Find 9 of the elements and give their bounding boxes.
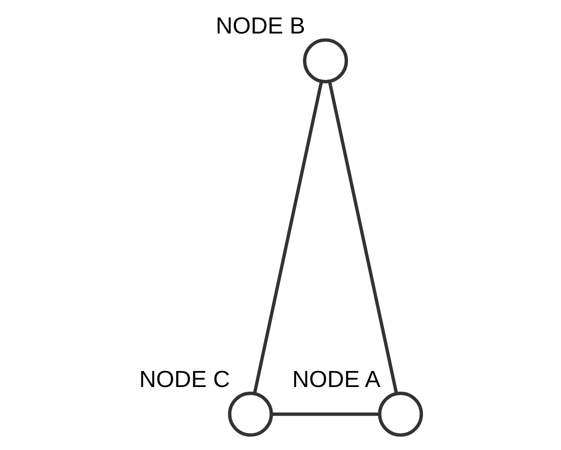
node-label: NODE A <box>292 366 380 392</box>
node-circle <box>378 392 423 437</box>
connector <box>252 80 324 394</box>
node-label: NODE B <box>216 12 306 39</box>
connector <box>272 412 380 416</box>
node-label: NODE C <box>139 366 230 392</box>
node-circle <box>303 38 348 84</box>
node-circle <box>228 392 273 437</box>
connector <box>328 80 398 394</box>
